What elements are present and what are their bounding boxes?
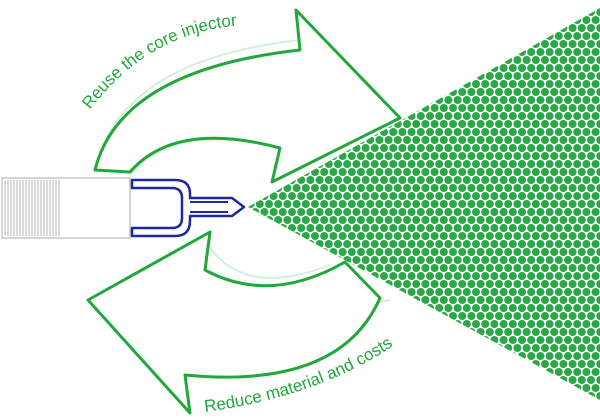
- curved-arrow-right-icon: [93, 8, 402, 184]
- injector-nozzle-icon: [130, 178, 246, 238]
- nozzle-inner-line: [190, 201, 228, 213]
- injector-body: [1, 177, 131, 239]
- curved-arrow-left-icon: [86, 230, 382, 415]
- guide-arc-bottom-inner: [204, 239, 331, 279]
- injector-housing: [1, 177, 131, 239]
- cooling-fins: [4, 180, 60, 236]
